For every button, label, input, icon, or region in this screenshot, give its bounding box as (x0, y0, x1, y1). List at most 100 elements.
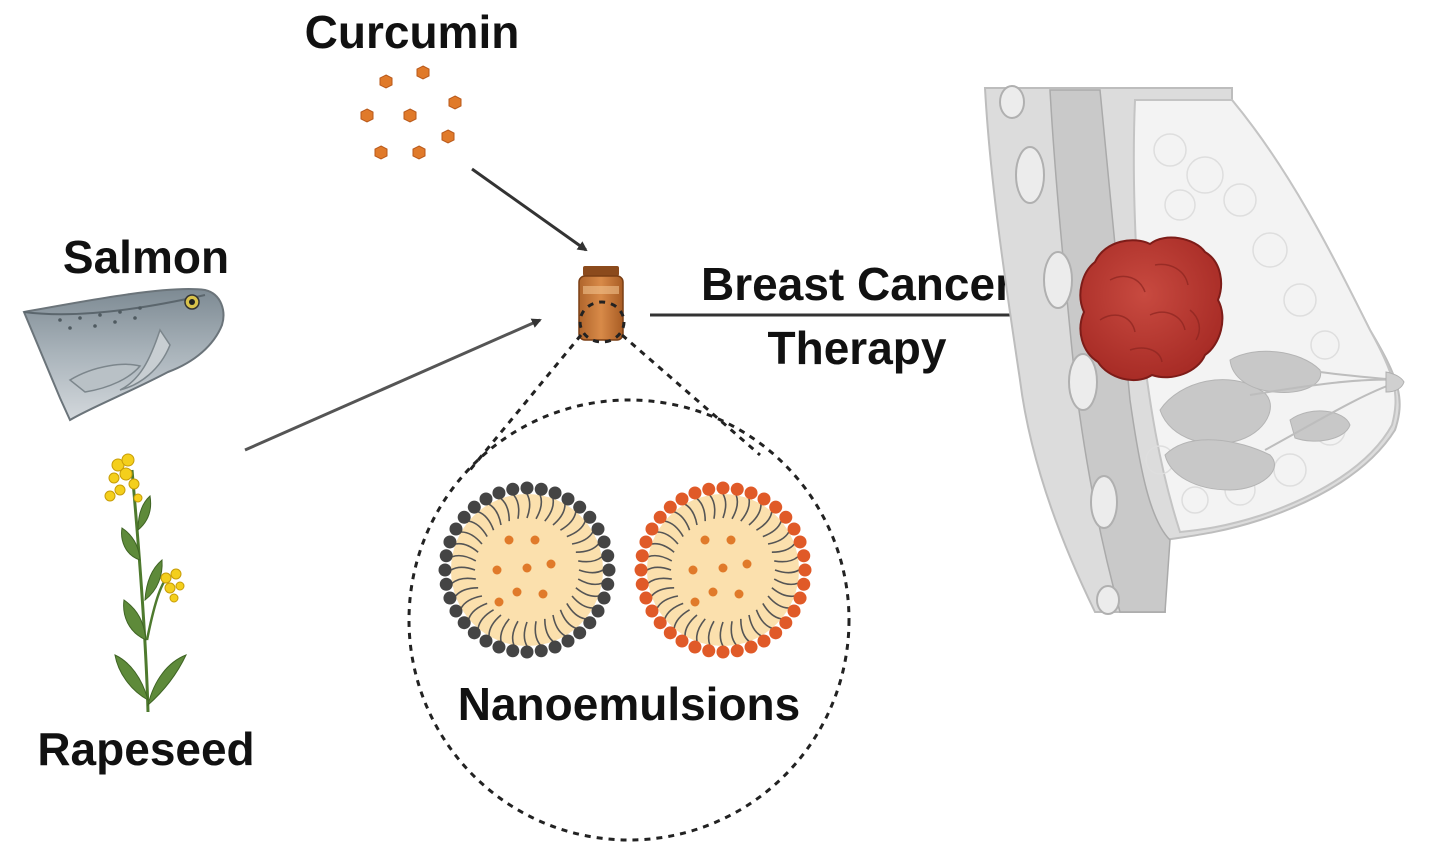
lipid-head (787, 522, 801, 536)
lipid-tail (707, 620, 715, 646)
lipid-tail (774, 569, 800, 574)
lipid-tail (571, 595, 593, 609)
lipid-head (457, 510, 471, 524)
lipid-head (663, 500, 677, 514)
lipid-tail (756, 511, 773, 531)
lipid-tail (566, 603, 586, 620)
lipid-head (787, 604, 801, 618)
lipid-tail (748, 614, 762, 637)
lipid-head (779, 510, 793, 524)
lipid-head (492, 486, 506, 500)
lipid-tail (468, 602, 488, 620)
lipid-tail (650, 586, 675, 597)
lipid-tail (454, 586, 479, 597)
lipid-tail (488, 503, 502, 526)
lipid-head (449, 522, 463, 536)
lipid-tail (513, 494, 520, 519)
lipid-head (793, 591, 807, 605)
lipid-tail (559, 609, 577, 629)
lipid-tail (755, 609, 773, 629)
salmon-label: Salmon (63, 231, 229, 283)
lipid-tail (477, 609, 494, 629)
lipid-head (779, 616, 793, 630)
lipid-tail (455, 542, 479, 553)
tumor-icon (1079, 236, 1224, 382)
lipid-tail (657, 531, 679, 545)
micelle-orange-shell-icon (634, 481, 812, 659)
lipid-tail (575, 543, 600, 554)
lipid-head (561, 634, 575, 648)
lipid-head (601, 577, 615, 591)
lipid-tail (664, 602, 684, 620)
lipid-tail (771, 543, 796, 554)
lipid-head (663, 626, 677, 640)
lipid-tail (730, 621, 737, 646)
vial-icon (578, 266, 624, 341)
lipid-head (457, 616, 471, 630)
micelle-dark-shell-icon (438, 481, 616, 659)
lipid-head (639, 591, 653, 605)
lipid-tail (477, 511, 495, 531)
lipid-head (730, 644, 744, 658)
lipid-head (583, 616, 597, 630)
lipid-head (744, 486, 758, 500)
curcumin-droplet (700, 535, 710, 545)
lipid-head (548, 640, 562, 654)
lipid-tail (450, 566, 476, 571)
lipid-tail (673, 511, 691, 531)
lipid-tail (560, 511, 577, 531)
lipid-head (439, 577, 453, 591)
curcumin-droplet (690, 597, 700, 607)
lipid-tail (684, 503, 698, 526)
lipid-tail (578, 556, 603, 563)
therapy-label-line2: Therapy (768, 322, 947, 374)
lipid-head (520, 645, 534, 659)
curcumin-droplet (726, 535, 736, 545)
curcumin-label: Curcumin (305, 6, 520, 58)
lipid-head (634, 563, 648, 577)
lipid-head (757, 492, 771, 506)
lipid-tail (523, 621, 528, 647)
curcumin-droplet (530, 535, 540, 545)
curcumin-particles-icon (360, 65, 462, 160)
lipid-tail (651, 542, 675, 553)
curcumin-droplet (734, 589, 744, 599)
lipid-tail (544, 498, 555, 522)
lipid-head (573, 500, 587, 514)
lipid-head (639, 535, 653, 549)
curcumin-droplet (512, 587, 522, 597)
lipid-head (702, 482, 716, 496)
lipid-tail (535, 494, 543, 520)
lipid-tail (577, 578, 603, 586)
lipid-head (467, 626, 481, 640)
lipid-tail (534, 621, 541, 646)
lipid-tail (468, 520, 488, 537)
curcumin-arrow (471, 167, 588, 252)
lipid-tail (739, 618, 750, 643)
lipid-tail (773, 578, 799, 586)
arrows (244, 167, 1074, 452)
lipid-head (769, 626, 783, 640)
lipid-tail (767, 531, 790, 545)
lipid-head (635, 549, 649, 563)
lipid-tail (461, 531, 483, 545)
lipid-tail (451, 554, 477, 562)
lipid-head (534, 482, 548, 496)
lipid-head (438, 563, 452, 577)
lipid-head (688, 486, 702, 500)
lipid-head (467, 500, 481, 514)
curcumin-droplet (742, 559, 752, 569)
lipid-tail (451, 577, 476, 584)
lipid-tail (566, 520, 586, 538)
lipid-tail (722, 493, 727, 519)
lipid-tail (762, 520, 782, 538)
lipid-head (675, 634, 689, 648)
curcumin-droplet (718, 563, 728, 573)
lipid-head (797, 549, 811, 563)
lipid-head (688, 640, 702, 654)
lipid-head (479, 492, 493, 506)
lipid-tail (647, 577, 672, 584)
lipid-tail (526, 493, 531, 519)
lipid-head (561, 492, 575, 506)
